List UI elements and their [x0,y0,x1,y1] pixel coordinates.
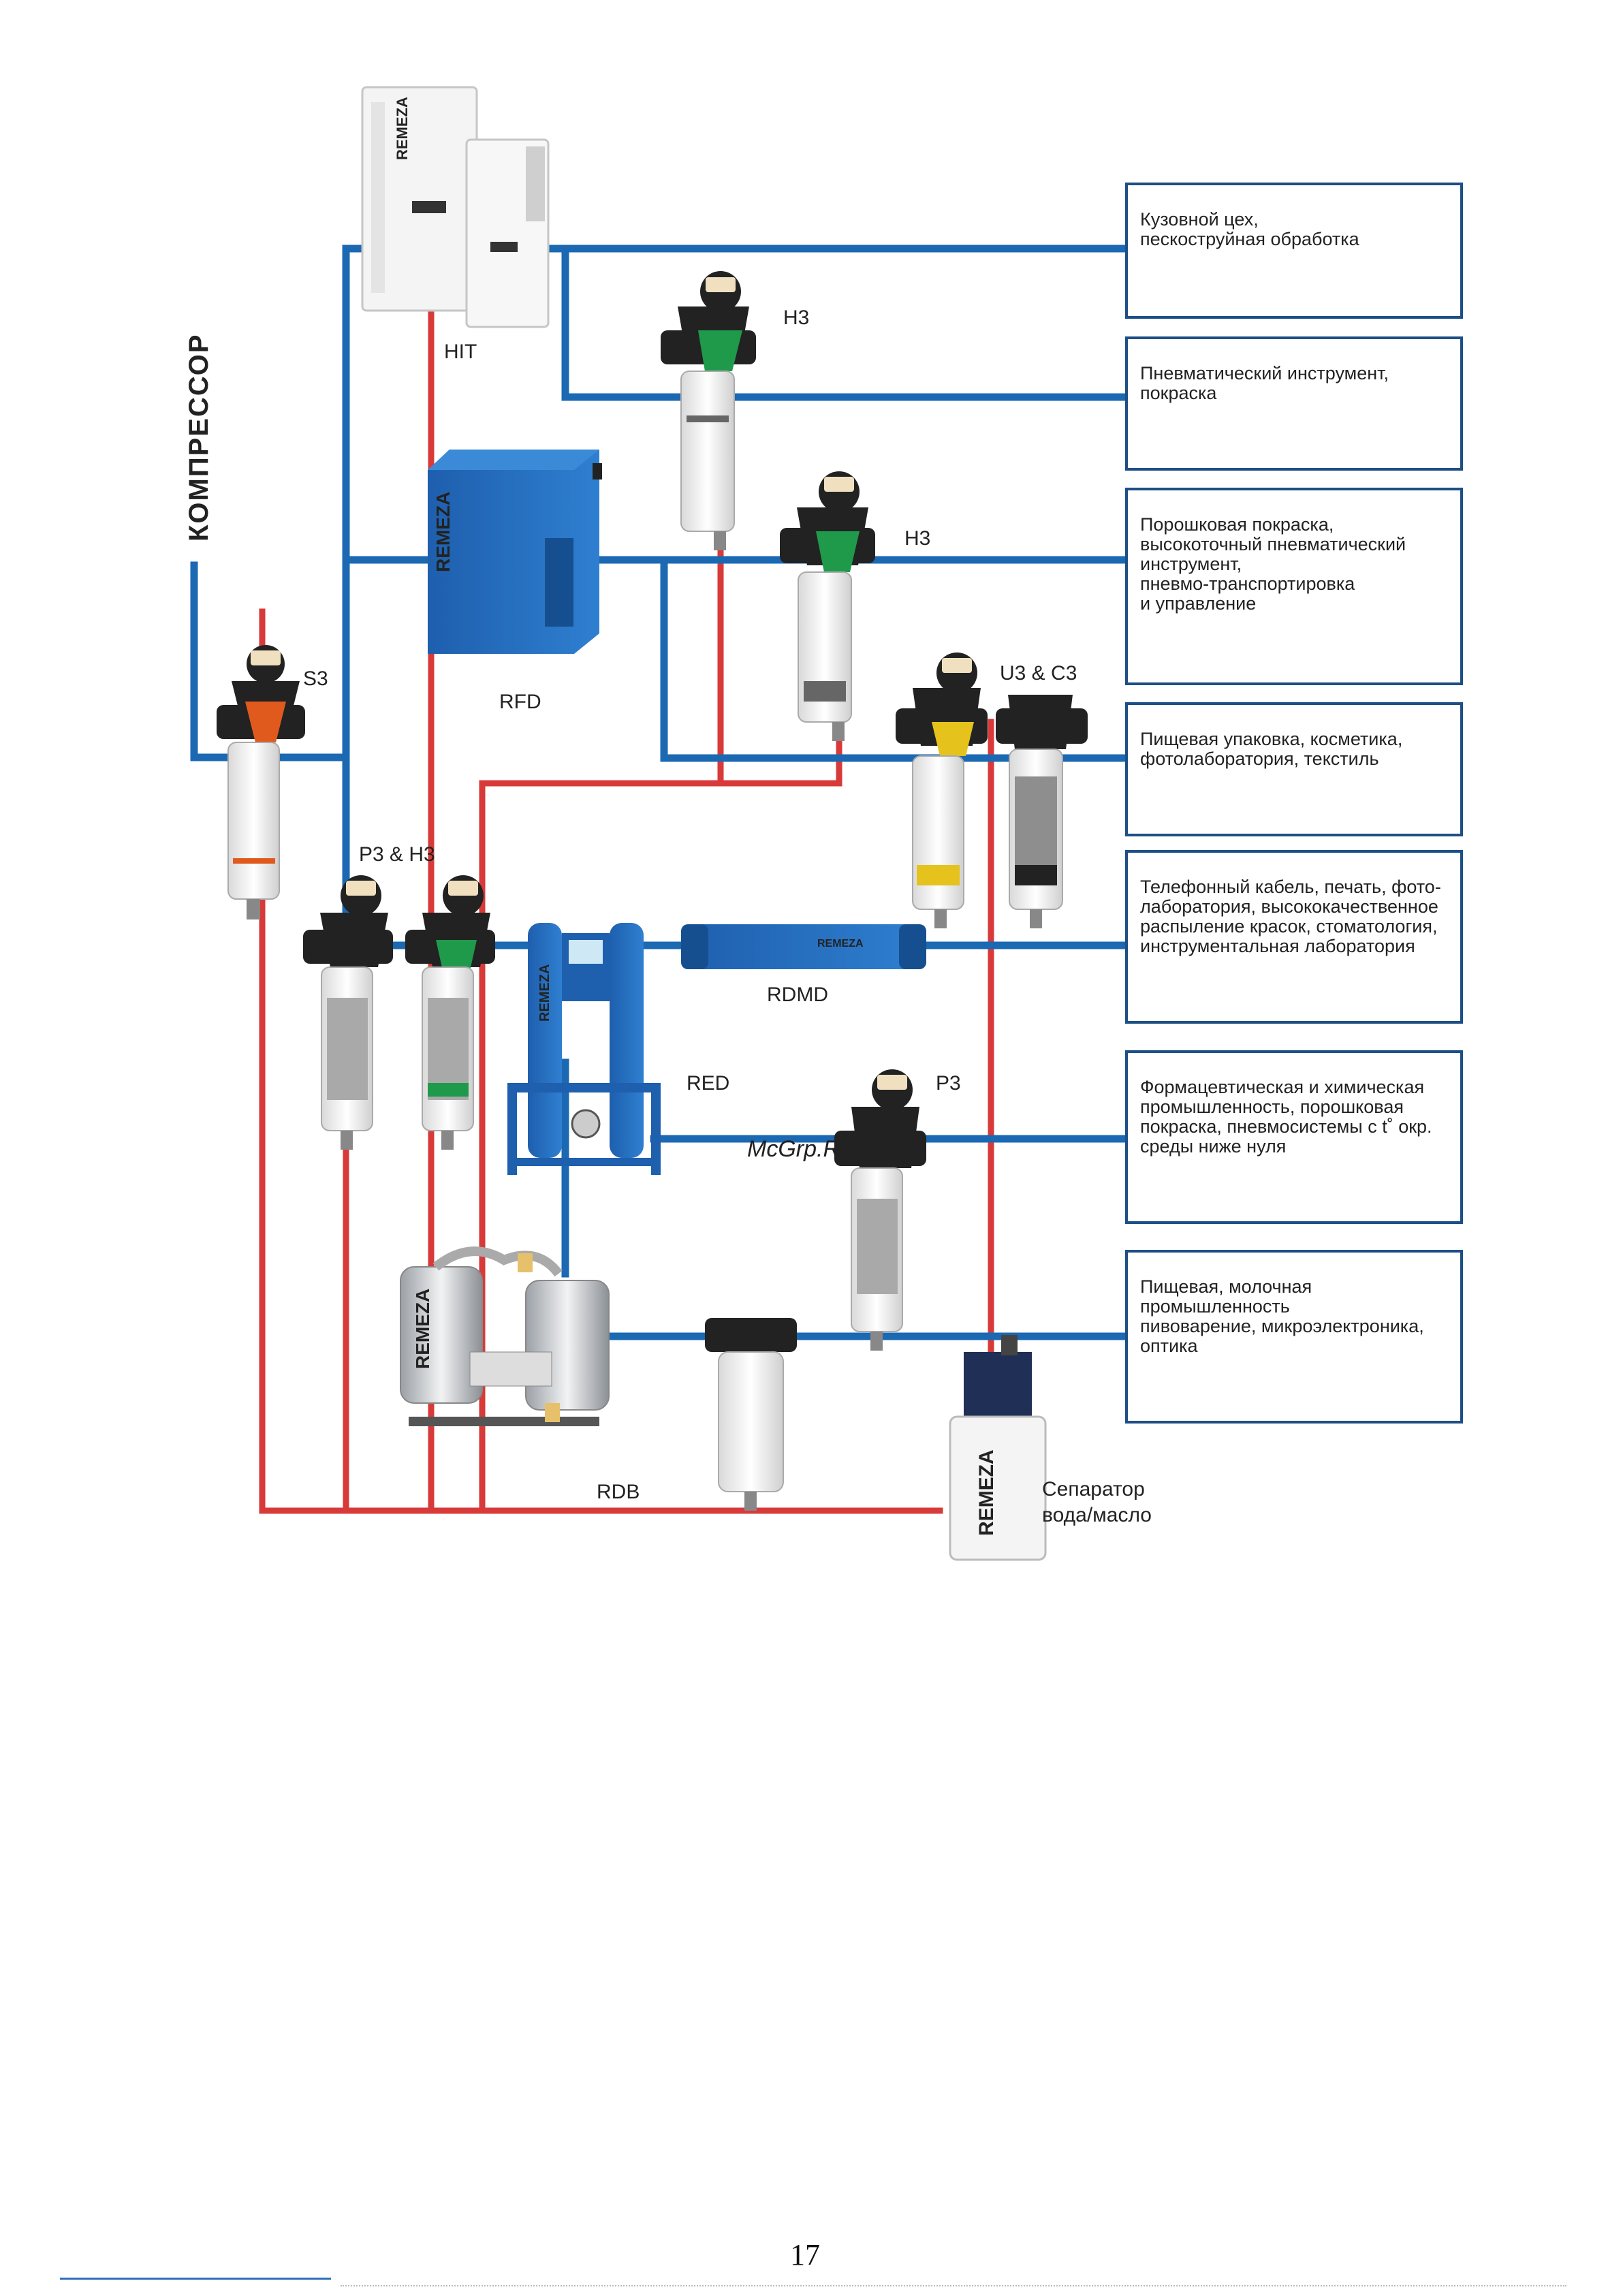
rfd-brand-text: REMEZA [432,492,454,572]
application-box-2: Пневматический инструмент, покраска [1125,336,1463,471]
application-text-4: Пищевая упаковка, косметика, фотолаборат… [1140,729,1403,769]
footer-rule [341,2285,1566,2288]
rdmd-brand-text: REMEZA [817,938,864,949]
h3-mid-filter [780,471,875,741]
hit-brand-text: REMEZA [394,97,411,160]
page-number: 17 [790,2238,820,2271]
application-text-3: Порошковая покраска, высокоточный пневма… [1140,514,1406,614]
h3-top-filter [661,271,756,550]
rfd-label: RFD [499,691,541,713]
p3h3-filters [303,875,495,1150]
application-box-3: Порошковая покраска, высокоточный пневма… [1125,488,1463,685]
application-text-2: Пневматический инструмент, покраска [1140,363,1389,403]
u3c3-label: U3 & C3 [1000,662,1077,685]
rdb-filter-brand: REMEZA [732,1334,772,1345]
p3-filter [834,1069,926,1351]
c3-filter [996,695,1088,928]
application-box-7: Пищевая, молочная промышленность пивовар… [1125,1250,1463,1424]
watermark: McGrp.Ru [747,1136,853,1162]
red-brand-text: REMEZA [537,964,552,1022]
red-label: RED [687,1072,729,1095]
s3-filter [217,645,305,919]
rdmd-label: RDMD [767,984,828,1006]
rdb-filter: REMEZA [705,1318,797,1511]
h3-mid-label: H3 [904,527,930,550]
rdb-dryer: REMEZA [400,1246,610,1426]
p3-label: P3 [936,1072,961,1095]
application-text-5: Телефонный кабель, печать, фото- лаборат… [1140,877,1441,956]
u3-filter [896,652,988,928]
hit-dryer: REMEZA [361,86,550,328]
application-text-7: Пищевая, молочная промышленность пивовар… [1140,1276,1424,1356]
rdb-brand-text: REMEZA [412,1289,433,1369]
p3h3-label: P3 & H3 [359,843,435,866]
compressor-label: КОМПРЕССОР [184,333,214,541]
hit-label: HIT [444,341,477,363]
rfd-dryer: REMEZA [428,450,602,654]
red-dryer: REMEZA [507,923,661,1175]
separator-label-line2: вода/масло [1042,1504,1152,1526]
s3-label: S3 [303,667,328,690]
separator-brand-text: REMEZA [975,1449,998,1536]
application-box-5: Телефонный кабель, печать, фото- лаборат… [1125,850,1463,1024]
rdb-label: RDB [597,1481,640,1503]
application-text-6: Формацевтическая и химическая промышленн… [1140,1077,1432,1157]
rdmd-dryer: REMEZA [681,924,926,969]
footer-accent-line [60,2278,331,2280]
separator-label-line1: Сепаратор [1042,1478,1145,1500]
h3-top-label: H3 [783,306,809,329]
application-box-1: Кузовной цех, пескоструйная обработка [1125,183,1463,319]
application-text-1: Кузовной цех, пескоструйная обработка [1140,209,1359,249]
application-box-6: Формацевтическая и химическая промышленн… [1125,1050,1463,1224]
separator-unit: REMEZA [949,1335,1047,1561]
application-box-4: Пищевая упаковка, косметика, фотолаборат… [1125,702,1463,836]
